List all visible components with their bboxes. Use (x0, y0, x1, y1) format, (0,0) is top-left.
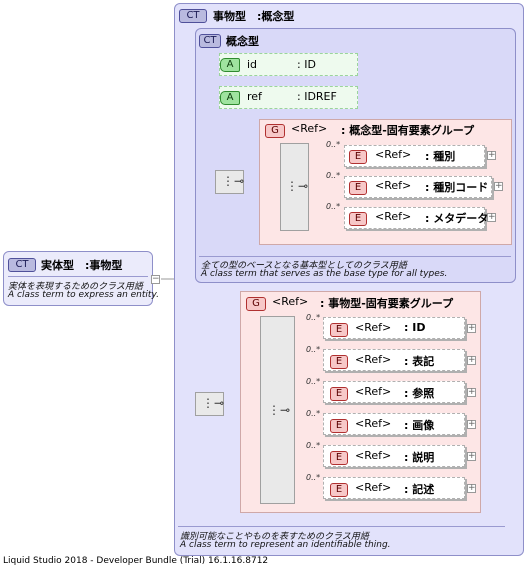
attribute-badge: A (220, 58, 240, 72)
sequence-icon: ⋮⊸ (202, 396, 225, 410)
element-sanshou[interactable] (323, 381, 465, 403)
attribute-name: id (247, 58, 258, 71)
occurs-label: 0..* (326, 140, 341, 149)
expand-toggle[interactable]: + (467, 483, 476, 493)
left-type-title: 実体型 :事物型 (41, 259, 123, 272)
attribute-id[interactable] (219, 53, 358, 76)
divider (178, 526, 505, 527)
sequence-connector[interactable] (215, 170, 244, 194)
left-complex-type[interactable]: CT 実体型 :事物型 実体を表現するためのクラス用語 A class term… (3, 251, 159, 306)
expand-toggle[interactable]: + (467, 355, 476, 365)
inner-type-doc-en: A class term that serves as the base typ… (201, 269, 448, 279)
element-ref: <Ref> (375, 148, 412, 161)
attribute-ref[interactable] (219, 86, 358, 109)
element-shubetsu-code[interactable] (344, 176, 492, 198)
occurs-label: 0..* (326, 171, 341, 180)
element-ref: <Ref> (355, 385, 392, 398)
group-badge: G (246, 297, 266, 311)
divider (8, 276, 148, 277)
attribute-badge: A (220, 91, 240, 105)
expand-toggle[interactable]: + (467, 323, 476, 333)
attribute-type: : ID (297, 58, 316, 71)
left-type-doc-en: A class term to express an entity. (8, 290, 159, 300)
element-setsumei[interactable] (323, 445, 465, 467)
group-name: : 概念型-固有要素グループ (341, 124, 475, 137)
element-ref: <Ref> (355, 321, 392, 334)
element-badge: E (330, 323, 348, 337)
divider (199, 256, 511, 257)
element-ref: <Ref> (355, 481, 392, 494)
element-shubetsu[interactable] (344, 145, 485, 167)
element-name: : ID (404, 321, 426, 334)
expand-toggle[interactable]: + (467, 419, 476, 429)
sequence-connector[interactable] (195, 392, 224, 416)
group-badge: G (265, 124, 285, 138)
occurs-label: 0..* (306, 441, 321, 450)
element-ref: <Ref> (355, 417, 392, 430)
sequence-icon: ⋮⊸ (286, 179, 309, 193)
left-type-doc-ja: 実体を表現するためのクラス用語 (8, 282, 143, 292)
expand-toggle[interactable]: + (487, 150, 496, 160)
element-hyouki[interactable] (323, 349, 465, 371)
element-ref: <Ref> (375, 210, 412, 223)
element-name: : 記述 (404, 483, 435, 496)
occurs-label: 0..* (306, 473, 321, 482)
element-id[interactable] (323, 317, 465, 339)
element-name: : 種別コード (425, 181, 489, 194)
occurs-label: 0..* (306, 409, 321, 418)
element-kijutsu[interactable] (323, 477, 465, 499)
occurs-label: 0..* (306, 377, 321, 386)
expand-toggle[interactable]: + (467, 451, 476, 461)
element-badge: E (330, 355, 348, 369)
element-name: : メタデータ (425, 212, 489, 225)
occurs-label: 0..* (306, 345, 321, 354)
occurs-label: 0..* (326, 202, 341, 211)
element-badge: E (330, 387, 348, 401)
element-badge: E (330, 419, 348, 433)
expand-toggle[interactable]: + (467, 387, 476, 397)
group-name: : 事物型-固有要素グループ (320, 297, 454, 310)
element-gazou[interactable] (323, 413, 465, 435)
collapse-toggle[interactable]: − (151, 274, 160, 284)
complex-type-badge: CT (8, 258, 36, 272)
inner-type-doc-ja: 全ての型のベースとなる基本型としてのクラス用語 (201, 261, 407, 271)
group-ref: <Ref> (291, 122, 328, 135)
element-badge: E (330, 483, 348, 497)
attribute-type: : IDREF (297, 90, 337, 103)
element-ref: <Ref> (355, 449, 392, 462)
sequence-box[interactable] (260, 316, 295, 504)
expand-toggle[interactable]: + (487, 212, 496, 222)
element-name: : 種別 (425, 150, 456, 163)
element-badge: E (349, 181, 367, 195)
element-ref: <Ref> (355, 353, 392, 366)
sequence-box[interactable] (280, 143, 309, 231)
inner-type-title: 概念型 (226, 35, 259, 48)
complex-type-badge: CT (179, 9, 207, 23)
element-badge: E (349, 212, 367, 226)
element-badge: E (349, 150, 367, 164)
element-name: : 説明 (404, 451, 435, 464)
element-metadata[interactable] (344, 207, 485, 229)
element-name: : 表記 (404, 355, 435, 368)
sequence-icon: ⋮⊸ (222, 174, 245, 188)
occurs-label: 0..* (306, 313, 321, 322)
element-badge: E (330, 451, 348, 465)
outer-type-doc-en: A class term to represent an identifiabl… (180, 540, 391, 550)
app-footer: Liquid Studio 2018 - Developer Bundle (T… (3, 556, 269, 566)
expand-toggle[interactable]: + (494, 181, 503, 191)
complex-type-badge: CT (199, 34, 221, 48)
attribute-name: ref (247, 90, 262, 103)
group-ref: <Ref> (272, 295, 309, 308)
outer-type-title: 事物型 :概念型 (213, 10, 295, 23)
element-ref: <Ref> (375, 179, 412, 192)
element-name: : 参照 (404, 387, 435, 400)
element-name: : 画像 (404, 419, 435, 432)
sequence-icon: ⋮⊸ (268, 403, 291, 417)
outer-type-doc-ja: 識別可能なことやものを表すためのクラス用語 (180, 532, 369, 542)
